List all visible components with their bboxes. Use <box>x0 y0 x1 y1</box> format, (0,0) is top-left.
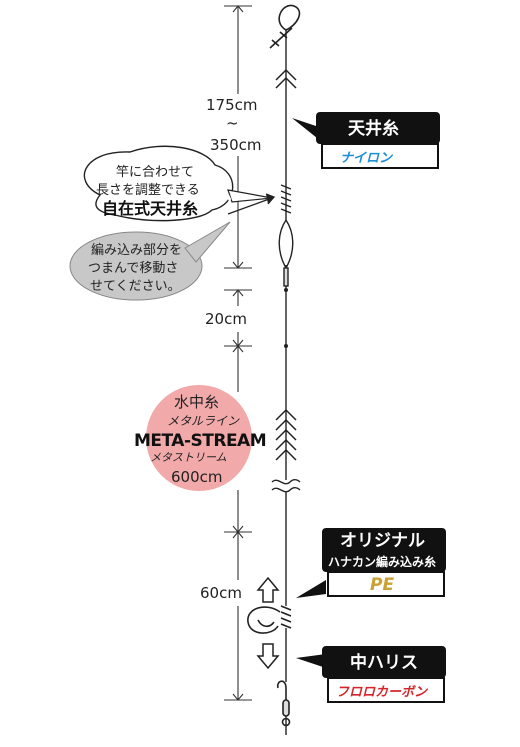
original-sub: PE <box>370 575 394 595</box>
water-line-badge: 水中糸 メタルライン META-STREAM メタストリーム 600cm <box>134 385 267 491</box>
chevron-icon <box>275 68 297 89</box>
top-length-max: 350cm <box>210 136 262 154</box>
original-title: オリジナル <box>340 531 425 551</box>
water-line-title: 水中糸 <box>174 393 219 411</box>
nose-ring-icon <box>247 605 292 634</box>
adjust-callout-line2: 長さを調整できる <box>96 183 200 198</box>
nakahari-title: 中ハリス <box>350 652 418 673</box>
water-line-kana: メタストリーム <box>150 451 227 464</box>
bottom-length: 60cm <box>200 584 242 602</box>
chevron-icon <box>275 408 297 461</box>
move-callout-line2: つまんで移動さ <box>88 261 178 276</box>
top-length-min: 175cm <box>206 96 258 114</box>
original-label: オリジナル ハナカン編み込み糸 PE <box>296 528 446 598</box>
nakahari-sub: フロロカーボン <box>336 685 428 700</box>
move-callout: 編み込み部分を つまんで移動さ せてください。 <box>69 221 231 301</box>
adjust-callout-line1: 竿に合わせて <box>116 164 194 180</box>
knot-icon <box>278 184 294 287</box>
water-line-name: META-STREAM <box>134 431 266 451</box>
tenjou-title: 天井糸 <box>348 118 399 139</box>
tenjou-sub: ナイロン <box>340 151 393 166</box>
knot-dots <box>284 288 288 348</box>
loop-icon <box>269 4 301 49</box>
line-break-icon <box>271 479 301 493</box>
move-callout-line3: せてください。 <box>90 279 181 294</box>
tenjou-label: 天井糸 ナイロン <box>292 112 440 169</box>
pointer-arrow <box>227 193 276 215</box>
spacer-length: 20cm <box>205 310 247 328</box>
adjust-callout: 竿に合わせて 長さを調整できる 自在式天井糸 <box>83 145 273 222</box>
move-callout-line1: 編み込み部分を <box>91 242 182 258</box>
arrow-up-icon <box>256 576 280 603</box>
original-line2: ハナカン編み込み糸 <box>328 554 436 569</box>
nakahari-label: 中ハリス フロロカーボン <box>296 646 446 703</box>
dimension-lines <box>224 5 252 701</box>
hook-icon <box>276 680 291 727</box>
water-line-subtitle: メタルライン <box>167 414 240 428</box>
arrow-down-icon <box>256 643 280 670</box>
adjust-callout-line3: 自在式天井糸 <box>102 199 198 218</box>
tilde-mark: ~ <box>226 114 239 132</box>
water-line-length: 600cm <box>171 468 223 486</box>
